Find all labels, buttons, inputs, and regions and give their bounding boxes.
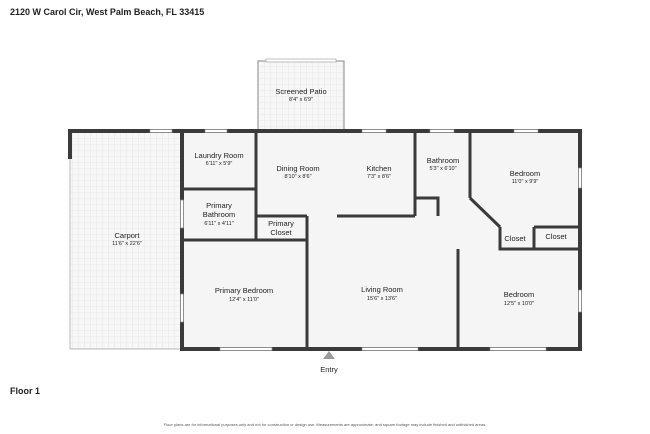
closet2-name: Closet [545, 232, 567, 241]
entry-arrow-icon [323, 351, 335, 359]
living-dims: 15'6" x 13'6" [367, 296, 397, 302]
laundry-name: Laundry Room [194, 151, 243, 160]
floor-label: Floor 1 [10, 386, 41, 396]
door-openings [184, 148, 185, 149]
dining-dims: 8'10" x 8'6" [284, 174, 311, 180]
bedroom1-dims: 11'0" x 9'9" [512, 179, 539, 185]
primary-bath-name-2: Bathroom [203, 210, 236, 219]
bathroom-dims: 5'3" x 6'10" [429, 166, 456, 172]
primary-bath-name-1: Primary [206, 201, 232, 210]
carport-name: Carport [114, 231, 140, 240]
house-floor [182, 131, 580, 349]
laundry-dims: 6'11" x 5'9" [206, 161, 233, 167]
bedroom1-name: Bedroom [510, 169, 540, 178]
primary-bedroom-dims: 12'4" x 11'0" [229, 297, 259, 303]
primary-closet-name-1: Primary [268, 219, 294, 228]
primary-bath-dims: 6'11" x 4'11" [204, 221, 233, 227]
primary-bedroom-name: Primary Bedroom [215, 286, 273, 295]
bathroom-name: Bathroom [427, 156, 460, 165]
disclaimer: Floor plans are for informational purpos… [163, 422, 487, 427]
closet1-name: Closet [504, 234, 526, 243]
bedroom2-name: Bedroom [504, 290, 534, 299]
screened-patio-name: Screened Patio [275, 87, 326, 96]
screened-patio-area [257, 60, 345, 132]
interior-walls [182, 131, 580, 349]
living-name: Living Room [361, 285, 403, 294]
entry-label: Entry [320, 365, 338, 374]
bedroom2-dims: 12'5" x 10'0" [504, 301, 534, 307]
kitchen-dims: 7'3" x 8'6" [367, 174, 391, 180]
carport-area [69, 130, 183, 350]
address-title: 2120 W Carol Cir, West Palm Beach, FL 33… [10, 7, 205, 17]
screened-patio-dims: 8'4" x 6'9" [289, 97, 313, 103]
windows [149, 129, 582, 351]
dining-name: Dining Room [276, 164, 319, 173]
kitchen-name: Kitchen [366, 164, 391, 173]
primary-closet-name-2: Closet [270, 228, 292, 237]
carport-dims: 11'6" x 22'6" [112, 241, 142, 247]
